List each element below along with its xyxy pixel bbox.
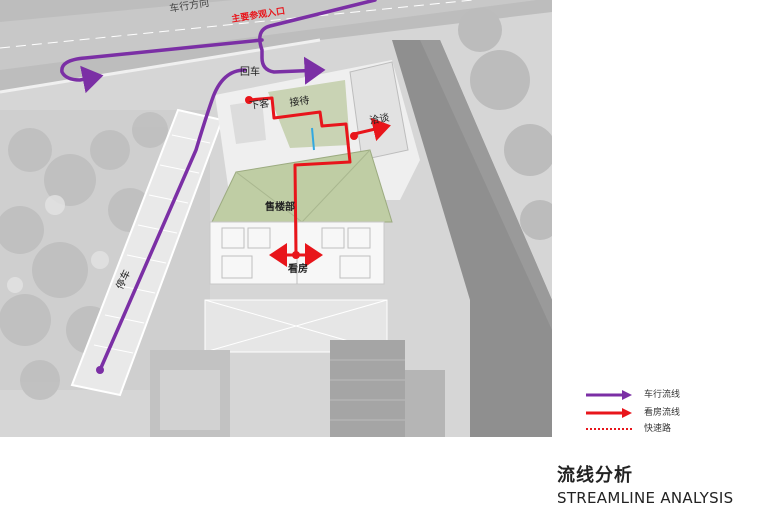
viewing-flow <box>247 96 391 267</box>
dotted-line-icon <box>586 428 634 430</box>
purple-arrow-icon <box>586 390 632 400</box>
red-arrow-icon <box>586 408 632 418</box>
reception-label: 接待 <box>289 93 311 109</box>
vehicle-flow <box>60 0 377 372</box>
legend-label-vehicle: 车行流线 <box>644 390 681 400</box>
legend-label-expressway: 快速路 <box>644 424 672 434</box>
legend-item-expressway: 快速路 <box>584 422 734 436</box>
dropoff-label: 下客 <box>249 96 271 112</box>
legend-item-vehicle: 车行流线 <box>584 388 734 402</box>
viewing-label: 看房 <box>288 262 308 275</box>
sales-office-label: 售楼部 <box>265 200 295 213</box>
legend: 车行流线 看房流线 快速路 <box>584 388 734 436</box>
legend-label-viewing: 看房流线 <box>644 408 681 418</box>
negotiation-label: 洽谈 <box>368 111 390 127</box>
lower-building <box>330 340 405 437</box>
river <box>392 40 552 437</box>
site-plan: 车行方向 主要参观入口 回车 下客 接待 洽谈 售楼部 看房 停车 <box>0 0 552 437</box>
page-title-cn: 流线分析 <box>557 465 633 486</box>
legend-item-viewing: 看房流线 <box>584 406 734 420</box>
negotiation-building <box>349 61 409 161</box>
turn-label: 回车 <box>240 65 260 78</box>
sales-office-roof <box>211 149 393 223</box>
page-title-en: STREAMLINE ANALYSIS <box>557 489 734 507</box>
